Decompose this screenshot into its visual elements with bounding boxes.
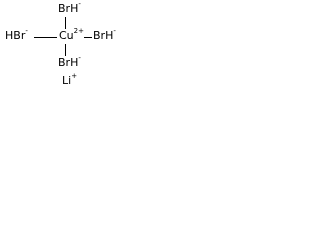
counter-ion-li: Li+ <box>62 72 78 87</box>
bond-cu-br-top <box>65 17 66 29</box>
atom-cu: Cu2+ <box>59 27 84 42</box>
bond-cu-br-bottom <box>65 44 66 56</box>
molecule-diagram: BrH- HBr- Cu2+ BrH- BrH- Li+ <box>0 0 132 90</box>
atom-br-top: BrH- <box>58 0 81 15</box>
bond-cu-br-left <box>34 37 57 38</box>
atom-br-right: BrH- <box>93 27 116 42</box>
atom-br-bottom: BrH- <box>58 54 81 69</box>
bond-cu-br-right <box>84 37 92 38</box>
atom-br-left: HBr- <box>5 27 28 42</box>
